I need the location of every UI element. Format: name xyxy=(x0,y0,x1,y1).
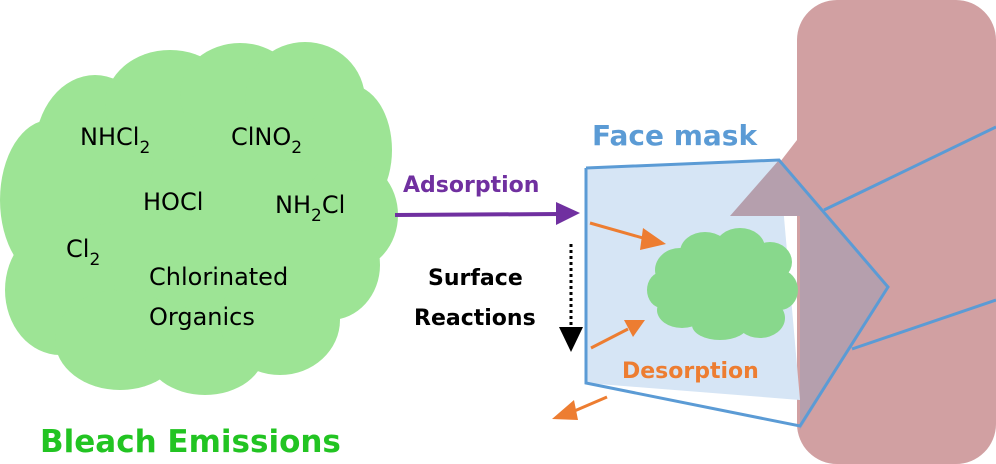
adsorption-arrow-head xyxy=(556,202,580,225)
mask-strap-lower xyxy=(851,298,996,351)
species-nhcl2: NHCl2 xyxy=(80,123,150,158)
mask-face-overlap xyxy=(730,160,888,430)
face-nose-shape xyxy=(780,140,797,180)
desorption-arrow-head xyxy=(552,400,578,420)
species-hocl: HOCl xyxy=(143,188,203,216)
desorption-label: Desorption xyxy=(622,359,759,384)
species-clno2: ClNO2 xyxy=(231,123,302,158)
adsorption-arrow-shaft xyxy=(394,212,561,217)
outward-arrow-1-shaft xyxy=(590,327,629,350)
emission-cloud xyxy=(0,42,398,395)
surface-reactions-label-1: Surface xyxy=(428,266,523,291)
mask-cloud xyxy=(647,228,798,340)
species-chlorinated: Chlorinated xyxy=(149,263,288,291)
face-mask-label: Face mask xyxy=(592,119,758,152)
mask-strap-upper xyxy=(823,125,996,212)
adsorption-label: Adsorption xyxy=(403,173,539,198)
bleach-emissions-title: Bleach Emissions xyxy=(40,424,341,460)
surface-reactions-arrow-head xyxy=(559,327,583,352)
species-nh2cl: NH2Cl xyxy=(275,191,345,226)
desorption-arrow-shaft xyxy=(571,395,608,414)
mask-outline xyxy=(584,158,890,428)
surface-reactions-label-2: Reactions xyxy=(414,306,536,331)
species-cl2: Cl2 xyxy=(66,235,100,270)
inward-arrow-head xyxy=(640,228,666,250)
outward-arrow-1-head xyxy=(624,320,645,337)
inward-arrow-shaft xyxy=(589,221,651,242)
species-organics: Organics xyxy=(149,303,255,331)
